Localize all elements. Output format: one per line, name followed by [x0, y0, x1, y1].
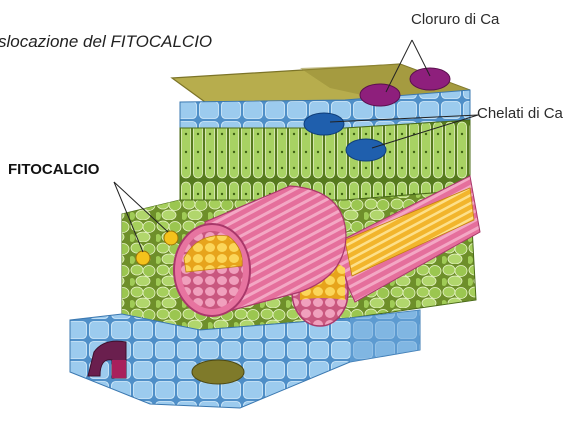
chelati-marker-1 [304, 113, 344, 135]
fitocalcio-marker-2 [164, 231, 178, 245]
chelati-marker-2 [346, 139, 386, 161]
fitocalcio-marker-1 [136, 251, 150, 265]
cloruro-marker-1 [360, 84, 400, 106]
cloruro-marker-2 [410, 68, 450, 90]
